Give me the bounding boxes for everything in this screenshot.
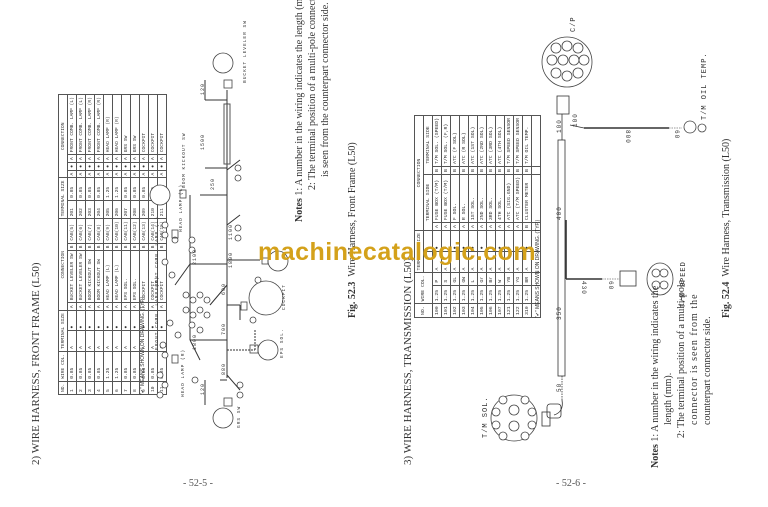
note-2: 2: The terminal position of a multi-pole [676, 279, 687, 438]
watermark: machinecatalogic.com [258, 238, 537, 266]
label-front-comb-lamp-r: FRONT COMB. LAMP (R) [155, 275, 160, 350]
length-120-top: 120 [200, 82, 206, 95]
page-number: - 52-6 - [556, 478, 586, 489]
notes-block: Notes 1: A number in the wiring indicate… [293, 0, 332, 222]
oil-temp-connector [683, 120, 697, 134]
length-430: 430 [580, 281, 587, 295]
eps-sol-connector [257, 339, 279, 361]
fig-label: Fig. 52.3 [347, 281, 358, 318]
page-52-5: 2) WIRE HARNESS, FRONT FRAME (L50) NO. W… [30, 0, 358, 489]
notes-label: Notes [294, 198, 305, 222]
label-head-lamp-r: HEAD LAMP (R) [181, 348, 186, 397]
transmission-harness-diagram [490, 36, 707, 442]
label-bucket-leveler-sw: BUCKET LEVELER SW [243, 20, 248, 83]
figure-caption: Fig. 52.3 Wire Harness, Front Frame (L50… [347, 142, 358, 318]
note-2: 2: The terminal position of a multi-pole… [307, 0, 318, 190]
notes-label: Notes [650, 444, 661, 468]
length-1800-b: 1800 [192, 333, 198, 350]
note-2b: is seen from the counterpart connector s… [320, 2, 331, 177]
notes-block: Notes 1: A number in the wiring indicate… [649, 280, 714, 468]
label-eps-sol: EPS SOL. [280, 328, 285, 358]
length-250: 250 [210, 177, 216, 190]
boom-kickout-connector [149, 184, 171, 206]
note-2b: connector is seen from the [689, 293, 700, 425]
length-800: 800 [624, 130, 631, 144]
note-1: 1: A number in the wiring indicates the [650, 285, 661, 442]
front-frame-harness-diagram [149, 52, 289, 429]
grs-sw-connector [212, 407, 234, 429]
length-700: 700 [221, 322, 227, 335]
length-1800: 1800 [228, 251, 234, 268]
figure-caption: Fig. 52.4 Wire Harness, Transmission (L5… [721, 139, 732, 318]
bucket-leveler-connector [212, 52, 234, 74]
fig-caption-text: Wire Harness, Transmission (L50) [721, 138, 732, 277]
length-600: 600 [221, 282, 227, 295]
length-60-a: 60 [673, 130, 680, 140]
label-cp: C/P [570, 16, 578, 32]
page-52-6: 3) WIRE HARNESS, TRANSMISSION (L50) NO. … [384, 0, 768, 507]
length-100-a: 100 [556, 119, 563, 133]
note-1: 1: A number in the wiring indicates the … [294, 0, 305, 196]
label-grs-sw: GRS SW [237, 405, 242, 428]
fig-label: Fig. 52.4 [721, 281, 732, 318]
length-1100: 1100 [228, 223, 234, 240]
length-50: 50 [556, 382, 563, 392]
label-cockpit: COCKPIT [282, 284, 287, 310]
note-1b: length (mm). [663, 372, 674, 425]
label-tm-oil-temp: T/M OIL TEMP. [701, 52, 709, 120]
page-number: - 52-5 - [183, 478, 213, 489]
label-boom-kickout-sw: BOOM KICKOUT SW [182, 132, 187, 188]
note-2c: counterpart connector side. [702, 316, 713, 425]
length-1500: 1500 [200, 133, 206, 150]
length-100-b: 100 [572, 113, 579, 127]
tm-sol-connector [490, 394, 538, 442]
length-2100: 2100 [192, 248, 198, 265]
length-60-b: 60 [607, 281, 614, 291]
cockpit-connector [248, 280, 284, 316]
length-120-bottom: 120 [200, 382, 206, 395]
length-400: 400 [556, 206, 563, 220]
length-880: 880 [221, 362, 227, 375]
length-350: 350 [556, 306, 563, 320]
label-tm-sol: T/M SOL. [482, 396, 490, 438]
label-head-lamp-l: HEAD LAMP (L) [179, 183, 184, 232]
